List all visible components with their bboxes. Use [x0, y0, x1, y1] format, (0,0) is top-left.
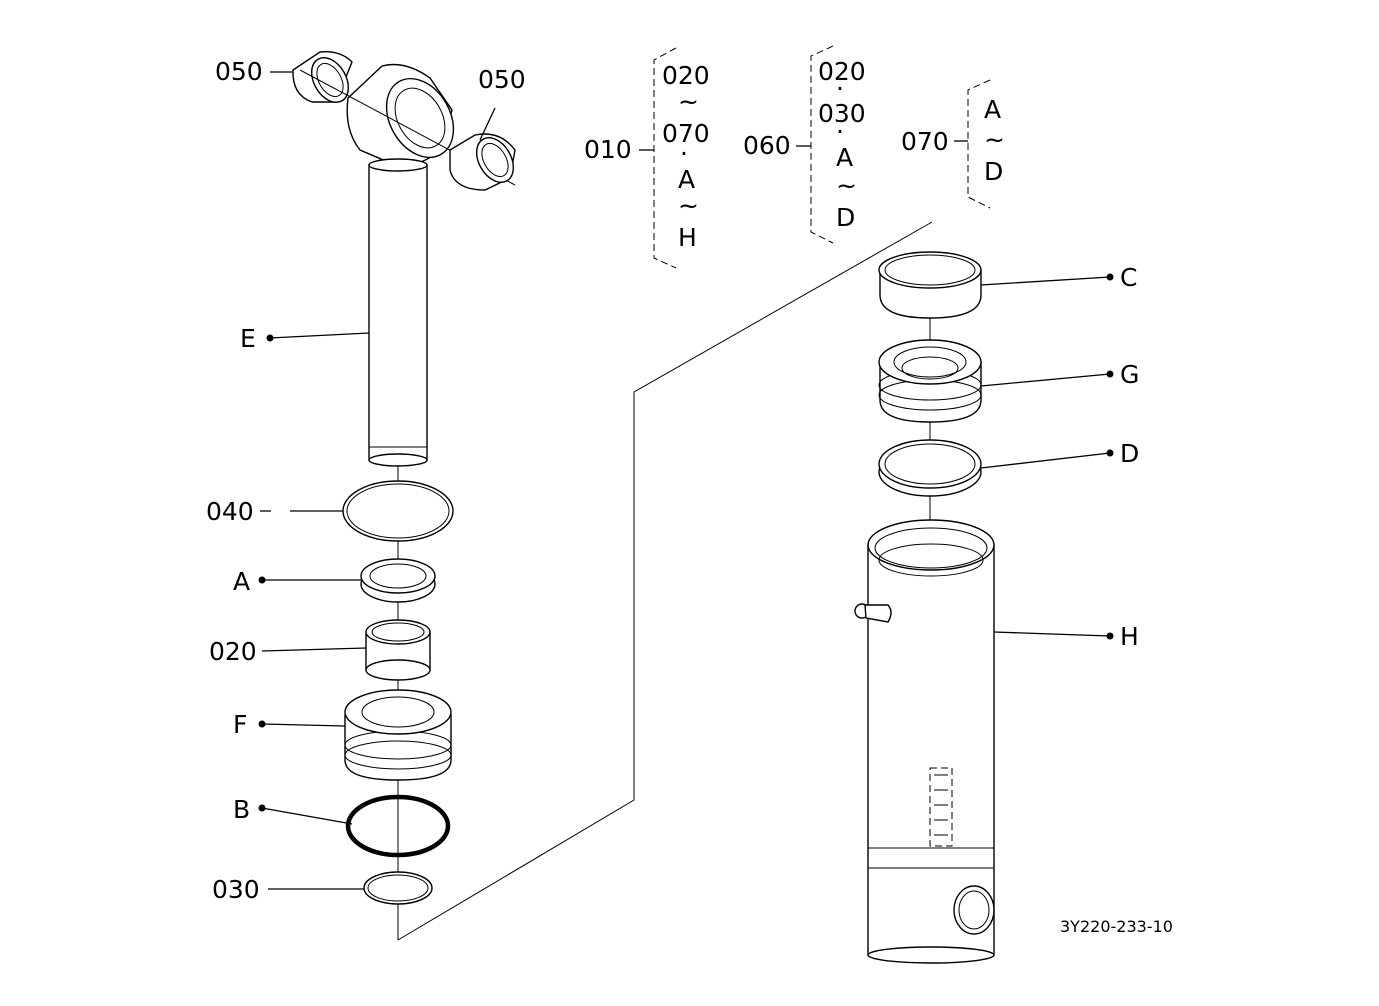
- ring-d-part: [878, 439, 982, 497]
- group-060-child-3: ·: [836, 117, 844, 146]
- bushing-right-part: [449, 133, 516, 191]
- seal-b-part: [345, 794, 451, 858]
- group-010-child-6: H: [678, 223, 697, 252]
- cylinder-tube-part: [854, 519, 995, 964]
- piston-rod-part: [368, 158, 428, 467]
- label-b: B: [233, 795, 250, 824]
- group-060-child-6: D: [836, 203, 855, 232]
- group-070-child-2: D: [984, 157, 1003, 186]
- group-060-child-5: ~: [836, 171, 857, 200]
- ring-030-part: [363, 871, 433, 905]
- group-060-child-1: ·: [836, 74, 844, 103]
- group-010-child-5: ~: [678, 191, 699, 220]
- label-a: A: [233, 567, 250, 596]
- group-010-child-1: ~: [678, 87, 699, 116]
- group-010-child-0: 020: [662, 61, 710, 90]
- o-ring-040-part: [342, 480, 454, 542]
- group-010-parent: 010: [584, 135, 632, 164]
- group-070-child-1: ~: [984, 125, 1005, 154]
- rod-eye-part: [299, 63, 516, 186]
- collar-020-part: [365, 619, 431, 681]
- part-labels: 050 050 E 040 A 020 F B 030 C G D H: [206, 57, 1139, 904]
- group-010-child-2: 070: [662, 119, 710, 148]
- group-060-child-4: A: [836, 143, 853, 172]
- group-060-child-0: 020: [818, 57, 866, 86]
- group-060-child-2: 030: [818, 99, 866, 128]
- group-070-child-0: A: [984, 95, 1001, 124]
- label-050-right: 050: [478, 65, 526, 94]
- ring-c-part: [878, 251, 982, 319]
- seal-a-part: [360, 558, 436, 603]
- label-030: 030: [212, 875, 260, 904]
- assembly-boundary-line: [397, 221, 933, 941]
- group-070: 070 A ~ D: [901, 79, 1005, 209]
- gland-f-part: [344, 689, 452, 781]
- label-g: G: [1120, 360, 1139, 389]
- cylinder-assembly: [854, 251, 995, 964]
- label-c: C: [1120, 263, 1137, 292]
- diagram-code: 3Y220-233-10: [1060, 917, 1173, 936]
- label-d: D: [1120, 439, 1139, 468]
- group-010-child-4: A: [678, 165, 695, 194]
- group-060-parent: 060: [743, 131, 791, 160]
- label-f: F: [233, 710, 247, 739]
- leader-lines: [258, 71, 1114, 890]
- label-040: 040: [206, 497, 254, 526]
- group-010: 010 020 ~ 070 · A ~ H: [584, 47, 710, 269]
- label-h: H: [1120, 622, 1139, 651]
- label-e: E: [240, 324, 256, 353]
- label-050-left: 050: [215, 57, 263, 86]
- rod-assembly: [292, 51, 516, 940]
- group-010-child-3: ·: [680, 139, 688, 168]
- group-070-parent: 070: [901, 127, 949, 156]
- group-060: 060 020 · 030 · A ~ D: [743, 45, 866, 244]
- bushing-left-part: [292, 51, 353, 103]
- label-020: 020: [209, 637, 257, 666]
- piston-g-part: [878, 339, 982, 423]
